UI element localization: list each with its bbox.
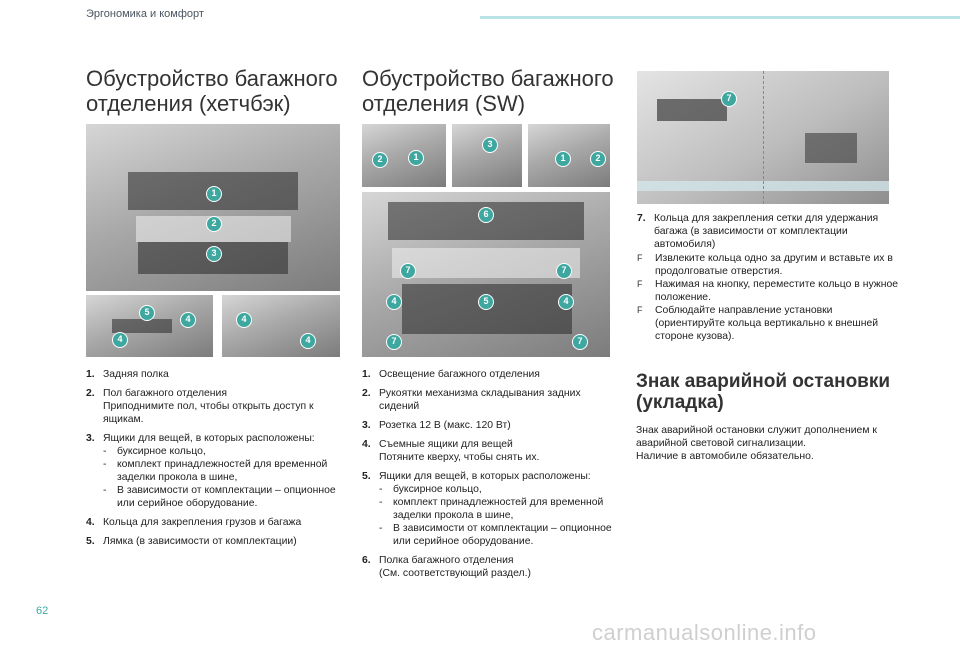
callout-2: 2 (206, 216, 222, 232)
callout-7e: 7 (721, 91, 737, 107)
list-item: 1. Освещение багажного отделения (362, 369, 540, 380)
bullet-icon: F (637, 253, 643, 263)
bullet-icon: F (637, 279, 643, 289)
callout-1b: 1 (555, 151, 571, 167)
list-item: 3. Ящики для вещей, в которых расположен… (86, 433, 336, 509)
rings-legend: 7. Кольца для закрепления сетки для удер… (637, 212, 899, 257)
page-number: 62 (36, 605, 49, 617)
callout-5a: 5 (478, 294, 494, 310)
list-item: 7. Кольца для закрепления сетки для удер… (637, 213, 879, 250)
rings-instructions: F Извлеките кольца одно за другим и вста… (637, 252, 899, 343)
sw-photo-right: 1 2 (528, 124, 610, 187)
header-accent-bar (480, 16, 960, 19)
hatchback-legend: 1. Задняя полка 2. Пол багажного отделен… (86, 368, 346, 554)
list-item: 2. Рукоятки механизма складывания задних… (362, 388, 581, 412)
watermark: carmanualsonline.info (592, 620, 817, 645)
sw-title: Обустройство багажного отделения (SW) (362, 66, 614, 116)
callout-7b: 7 (556, 263, 572, 279)
callout-4e: 4 (386, 294, 402, 310)
callout-7a: 7 (400, 263, 416, 279)
sw-trunk-photo: 6 7 7 4 5 4 7 7 (362, 192, 610, 357)
list-item: F Извлеките кольца одно за другим и вста… (637, 253, 893, 277)
sw-title-line2: отделения (SW) (362, 91, 526, 116)
warning-title: Знак аварийной остановки (укладка) (636, 371, 891, 413)
list-item: 5. Лямка (в зависимости от комплектации) (86, 536, 297, 547)
hatchback-title-line1: Обустройство багажного (86, 66, 338, 91)
hatchback-title: Обустройство багажного отделения (хетчбэ… (86, 66, 338, 116)
hatchback-side-right-photo: 4 4 (222, 295, 340, 357)
callout-1: 1 (206, 186, 222, 202)
sw-photo-left: 2 1 (362, 124, 446, 187)
sw-title-line1: Обустройство багажного (362, 66, 614, 91)
list-item: F Соблюдайте направление установки (орие… (637, 305, 879, 342)
hatchback-side-left-photo: 5 4 4 (86, 295, 213, 357)
callout-4a: 4 (180, 312, 196, 328)
callout-5: 5 (139, 305, 155, 321)
list-item: 1. Задняя полка (86, 369, 169, 380)
hatchback-trunk-photo: 1 2 3 (86, 124, 340, 291)
sw-legend: 1. Освещение багажного отделения 2. Руко… (362, 368, 614, 586)
callout-7c: 7 (386, 334, 402, 350)
list-item: 4. Съемные ящики для вещей Потяните квер… (362, 439, 540, 463)
bullet-icon: F (637, 305, 643, 315)
callout-7d: 7 (572, 334, 588, 350)
callout-3a: 3 (482, 137, 498, 153)
list-item: 3. Розетка 12 В (макс. 120 Вт) (362, 420, 511, 431)
warning-description: Знак аварийной остановки служит дополнен… (636, 425, 877, 462)
section-title: Эргономика и комфорт (86, 8, 204, 20)
hatchback-title-line2: отделения (хетчбэк) (86, 91, 291, 116)
list-item: 2. Пол багажного отделения Приподнимите … (86, 388, 314, 425)
list-item: F Нажимая на кнопку, переместите кольцо … (637, 279, 899, 303)
callout-4f: 4 (558, 294, 574, 310)
sw-photo-middle: 3 (452, 124, 522, 187)
callout-2b: 2 (590, 151, 606, 167)
callout-4b: 4 (112, 332, 128, 348)
list-item: 4. Кольца для закрепления грузов и багаж… (86, 517, 302, 528)
list-item: 5. Ящики для вещей, в которых расположен… (362, 471, 612, 547)
ring-illustration: 7 (637, 71, 889, 204)
callout-3: 3 (206, 246, 222, 262)
list-item: 6. Полка багажного отделения (См. соотве… (362, 555, 531, 579)
callout-2a: 2 (372, 152, 388, 168)
callout-4c: 4 (236, 312, 252, 328)
callout-6: 6 (478, 207, 494, 223)
callout-4d: 4 (300, 333, 316, 349)
callout-1a: 1 (408, 150, 424, 166)
